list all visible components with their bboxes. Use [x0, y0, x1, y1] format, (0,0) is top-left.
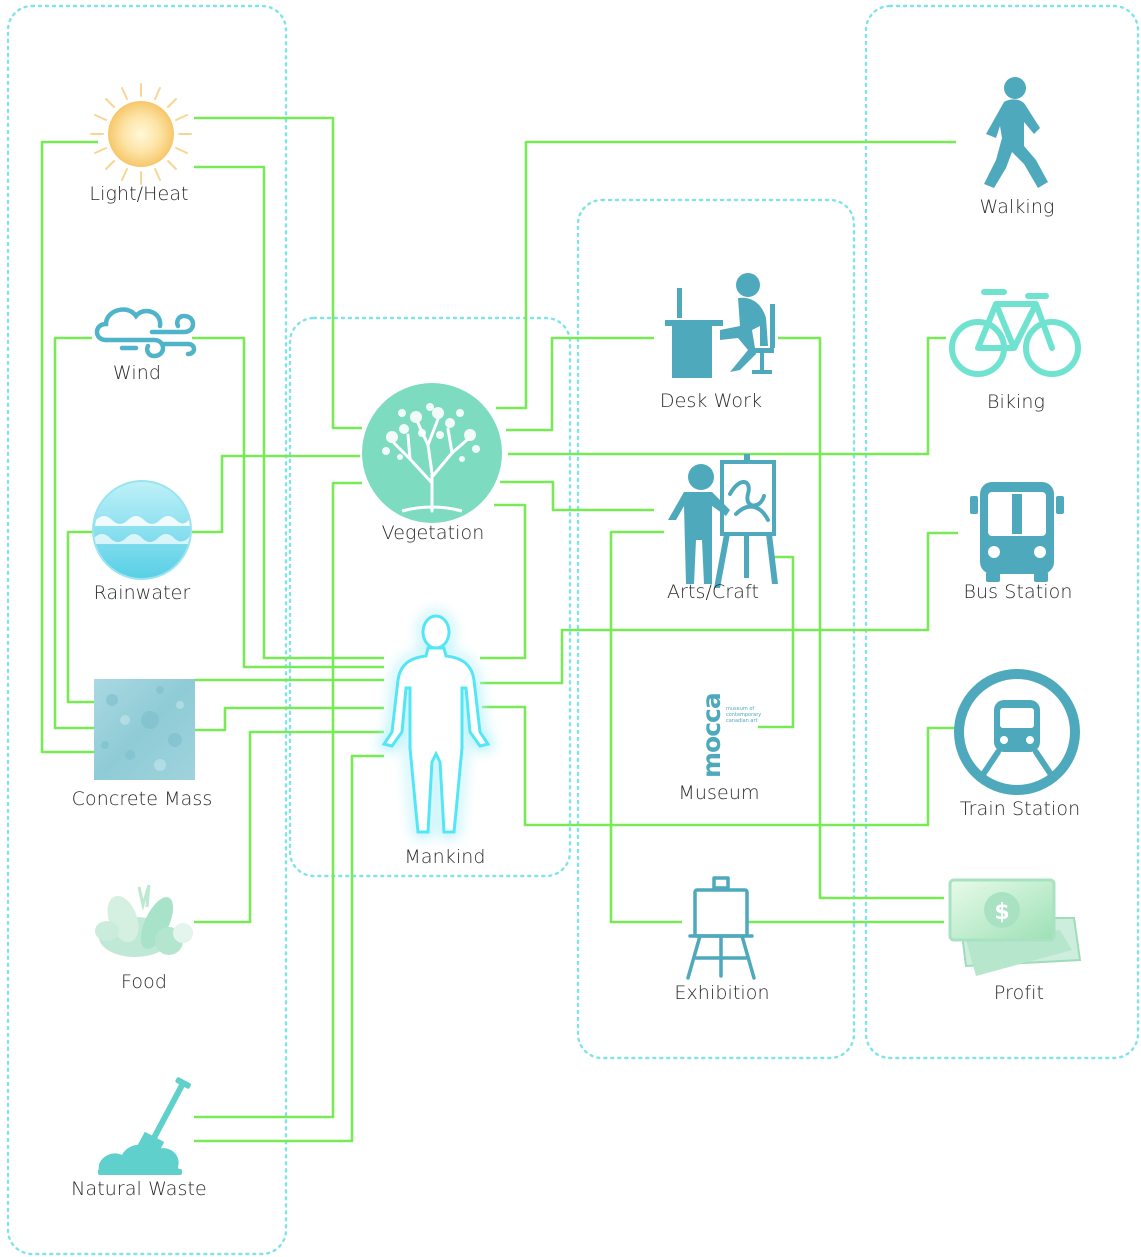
label-vegetation: Vegetation [381, 522, 485, 544]
label-mankind: Mankind [404, 846, 486, 868]
label-rainwater: Rainwater [93, 582, 191, 604]
easel-icon [686, 876, 756, 980]
link-wind-to-concrete [53, 336, 94, 730]
link-mankind-to-train [482, 705, 956, 827]
link-deskwork-to-profit [778, 336, 944, 900]
group-box-resources [6, 4, 288, 1256]
tree-icon [362, 383, 502, 523]
label-light-heat: Light/Heat [89, 183, 189, 205]
group-box-transport-profit [864, 4, 1140, 1060]
group-box-activities [576, 198, 856, 1060]
link-light-to-concrete [40, 140, 98, 754]
label-food: Food [121, 971, 167, 993]
link-mankind-to-bus [480, 531, 958, 685]
label-exhibition: Exhibition [674, 982, 770, 1004]
label-concrete-mass: Concrete Mass [71, 788, 213, 810]
bicycle-icon [949, 289, 1081, 377]
sun-icon [90, 83, 192, 185]
mocca-logo-subtitle-3: canadian art [726, 718, 758, 724]
label-desk-work: Desk Work [659, 390, 763, 412]
group-box-vegetation-mankind [288, 316, 572, 878]
label-profit: Profit [993, 982, 1045, 1004]
label-museum: Museum [678, 782, 760, 804]
link-rain-to-vegetation [192, 454, 360, 534]
link-vegetation-to-deskwork [506, 336, 654, 432]
link-vegetation-to-arts [500, 480, 654, 512]
link-waste-to-vegetation [194, 481, 362, 1119]
label-natural-waste: Natural Waste [71, 1178, 207, 1200]
painter-icon [668, 454, 778, 588]
connector-lines [40, 116, 958, 1143]
mocca-logo-brand: mocca [697, 693, 726, 778]
mocca-logo-icon: mocca museum of contemporary canadian ar… [697, 693, 761, 778]
link-wind-to-mankind [192, 336, 384, 669]
link-arts-to-exhibition [609, 530, 682, 924]
wind-icon [94, 307, 197, 359]
human-figure-icon [381, 614, 491, 834]
water-drop-icon [92, 480, 192, 580]
link-vegetation-to-mankind [480, 503, 527, 660]
label-wind: Wind [112, 362, 162, 384]
link-arts-to-museum [758, 555, 795, 729]
label-train-station: Train Station [959, 798, 1081, 820]
bus-icon [970, 482, 1064, 582]
label-arts-craft: Arts/Craft [666, 581, 760, 603]
link-vegetation-to-biking [508, 336, 946, 456]
train-icon [954, 669, 1080, 795]
link-light-to-vegetation [194, 116, 362, 430]
link-rain-to-concrete [66, 530, 94, 704]
link-concrete-to-mankind-2 [194, 706, 384, 732]
label-bus-station: Bus Station [963, 581, 1073, 603]
concrete-texture-icon [94, 679, 195, 780]
walking-person-icon [984, 77, 1048, 188]
label-biking: Biking [986, 391, 1046, 413]
mocca-logo-subtitle-2: contemporary [726, 712, 761, 718]
desk-worker-icon [665, 273, 775, 378]
vegetables-icon [95, 884, 193, 957]
shovel-soil-icon [98, 1077, 191, 1175]
group-boxes [6, 4, 1140, 1256]
link-waste-to-mankind [194, 754, 384, 1143]
label-walking: Walking [979, 196, 1055, 218]
mocca-logo-subtitle-1: museum of [726, 706, 754, 712]
profit-dollar-sign: $ [994, 900, 1009, 925]
money-icon: $ [948, 878, 1082, 976]
link-food-to-mankind [194, 730, 384, 924]
link-vegetation-to-walking [496, 140, 956, 410]
link-light-to-mankind [194, 165, 384, 660]
